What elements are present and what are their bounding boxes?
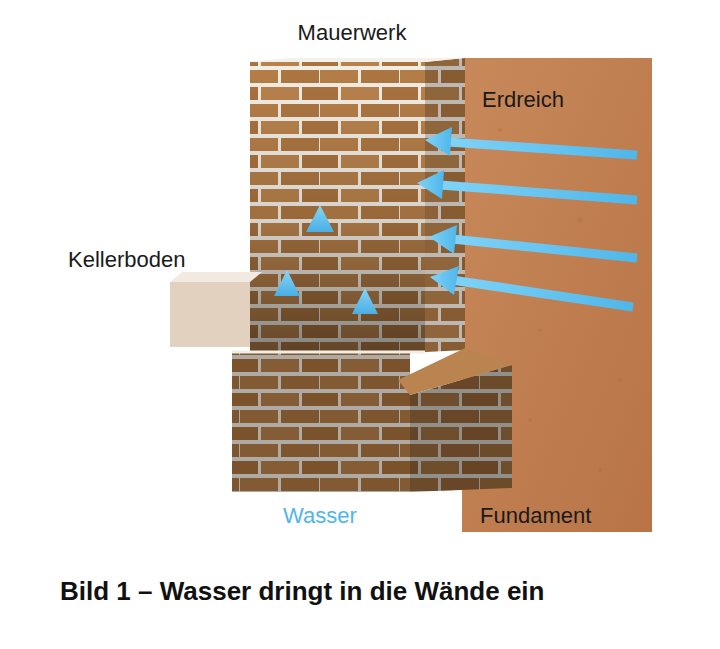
part-label: Fundament [480, 504, 591, 528]
figure-caption: Bild 1 – Wasser dringt in die Wände ein [60, 577, 544, 606]
water-arrows [417, 127, 637, 307]
part-label: Mauerwerk [298, 21, 407, 45]
region-label: Erdreich [482, 88, 564, 112]
water-label: Wasser [283, 504, 357, 528]
part-label: Kellerboden [68, 248, 185, 272]
